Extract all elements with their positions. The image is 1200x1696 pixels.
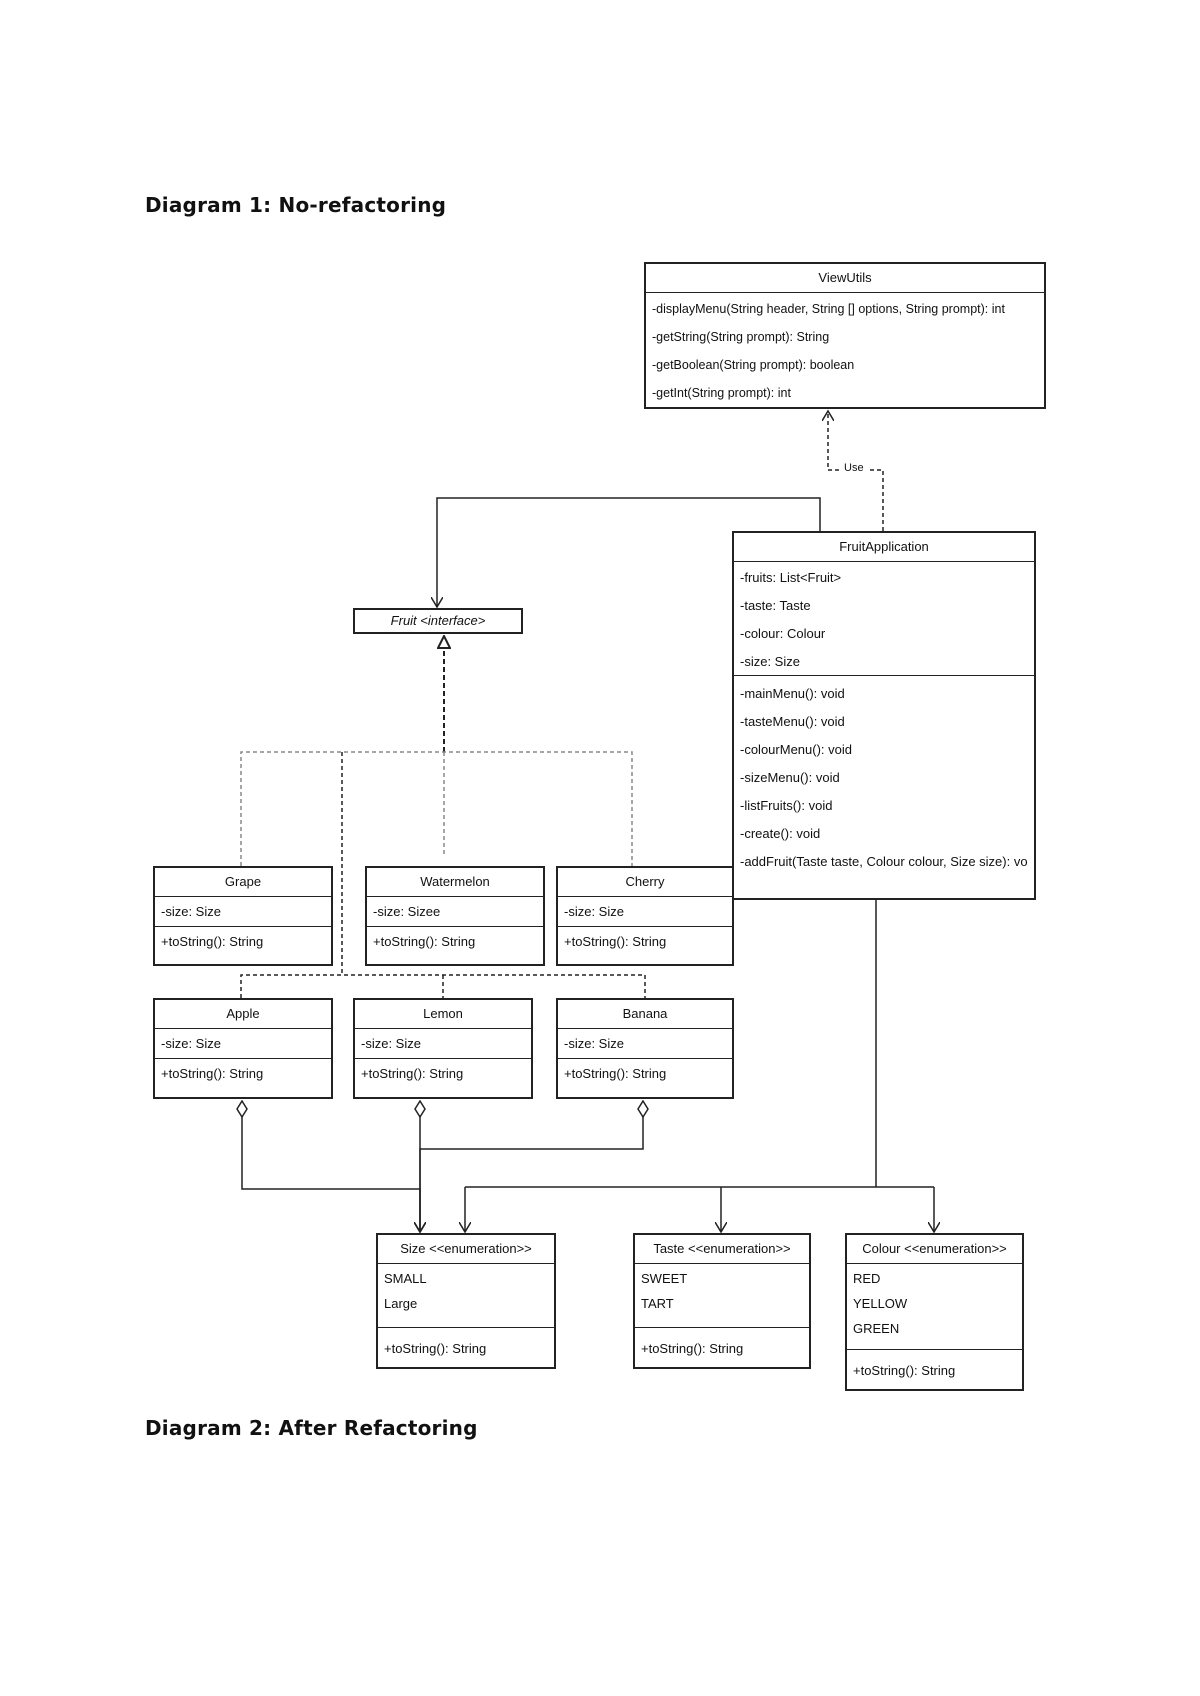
enum-value: Large xyxy=(384,1296,418,1311)
method: -listFruits(): void xyxy=(740,798,833,813)
enum-value: YELLOW xyxy=(853,1296,908,1311)
method: -create(): void xyxy=(740,826,821,841)
class-apple[interactable]: Apple -size: Size +toString(): String xyxy=(153,998,333,1099)
class-watermelon[interactable]: Watermelon -size: Sizee +toString(): Str… xyxy=(365,866,545,966)
method: -getBoolean(String prompt): boolean xyxy=(652,358,855,372)
attribute: -colour: Colour xyxy=(740,626,826,641)
method: +toString(): String xyxy=(361,1066,464,1081)
class-name: FruitApplication xyxy=(734,533,1034,562)
method: +toString(): String xyxy=(641,1341,744,1356)
method: +toString(): String xyxy=(564,1066,667,1081)
method: -displayMenu(String header, String [] op… xyxy=(652,302,1005,316)
class-name: Apple xyxy=(155,1000,331,1029)
enum-value: GREEN xyxy=(853,1321,900,1336)
method: -colourMenu(): void xyxy=(740,742,852,757)
class-banana[interactable]: Banana -size: Size +toString(): String xyxy=(556,998,734,1099)
class-fruitapplication[interactable]: FruitApplication -fruits: List<Fruit> -t… xyxy=(732,531,1036,900)
method: -mainMenu(): void xyxy=(740,686,845,701)
enum-value: SWEET xyxy=(641,1271,688,1286)
attribute: -size: Size xyxy=(564,1036,624,1051)
enum-value: SMALL xyxy=(384,1271,427,1286)
attribute: -size: Size xyxy=(161,904,221,919)
attribute: -fruits: List<Fruit> xyxy=(740,570,842,585)
class-name: Lemon xyxy=(355,1000,531,1029)
enum-value: TART xyxy=(641,1296,674,1311)
method: -addFruit(Taste taste, Colour colour, Si… xyxy=(740,854,1028,869)
class-name: ViewUtils xyxy=(646,264,1044,293)
method: +toString(): String xyxy=(564,934,667,949)
fruitapp-enum-bus xyxy=(465,899,934,1188)
use-dependency-line xyxy=(828,411,884,531)
enum-size[interactable]: Size <<enumeration>> SMALL Large +toStri… xyxy=(376,1233,556,1369)
class-cherry[interactable]: Cherry -size: Size +toString(): String xyxy=(556,866,734,966)
realization-top-row xyxy=(240,751,633,866)
method: -getString(String prompt): String xyxy=(652,330,830,344)
attribute: -size: Size xyxy=(361,1036,421,1051)
fruitapp-to-fruit-association xyxy=(437,497,821,607)
method: +toString(): String xyxy=(161,934,264,949)
class-grape[interactable]: Grape -size: Size +toString(): String xyxy=(153,866,333,966)
method: +toString(): String xyxy=(853,1363,956,1378)
interface-fruit[interactable]: Fruit <interface> xyxy=(353,608,523,634)
class-name: Grape xyxy=(155,868,331,897)
method: +toString(): String xyxy=(373,934,476,949)
method: -sizeMenu(): void xyxy=(740,770,840,785)
method: +toString(): String xyxy=(384,1341,487,1356)
diagram-1-heading: Diagram 1: No-refactoring xyxy=(145,193,447,217)
class-name: Watermelon xyxy=(367,868,543,897)
attribute: -taste: Taste xyxy=(740,598,811,613)
enum-colour[interactable]: Colour <<enumeration>> RED YELLOW GREEN … xyxy=(845,1233,1024,1391)
method: -tasteMenu(): void xyxy=(740,714,845,729)
attribute: -size: Size xyxy=(740,654,800,669)
diagram-2-heading: Diagram 2: After Refactoring xyxy=(145,1416,478,1440)
class-viewutils[interactable]: ViewUtils -displayMenu(String header, St… xyxy=(644,262,1046,409)
attribute: -size: Size xyxy=(564,904,624,919)
enum-value: RED xyxy=(853,1271,881,1286)
class-name: Size <<enumeration>> xyxy=(378,1235,554,1264)
class-name: Banana xyxy=(558,1000,732,1029)
class-name: Colour <<enumeration>> xyxy=(847,1235,1022,1264)
attribute: -size: Size xyxy=(161,1036,221,1051)
attribute: -size: Sizee xyxy=(373,904,441,919)
class-name: Cherry xyxy=(558,868,732,897)
enum-taste[interactable]: Taste <<enumeration>> SWEET TART +toStri… xyxy=(633,1233,811,1369)
class-name: Taste <<enumeration>> xyxy=(635,1235,809,1264)
realization-bottom-row xyxy=(240,752,646,998)
class-lemon[interactable]: Lemon -size: Size +toString(): String xyxy=(353,998,533,1099)
use-label: Use xyxy=(844,462,864,474)
class-name: Fruit <interface> xyxy=(390,613,486,628)
method: +toString(): String xyxy=(161,1066,264,1081)
banana-size-aggregation xyxy=(420,1101,643,1232)
apple-size-aggregation xyxy=(242,1101,420,1232)
method: -getInt(String prompt): int xyxy=(652,386,791,400)
